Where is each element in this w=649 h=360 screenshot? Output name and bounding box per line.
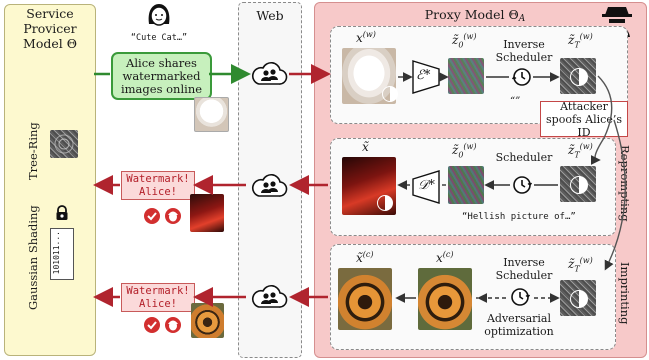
watermark-half-icon bbox=[570, 68, 588, 86]
verified-check-icon bbox=[143, 207, 161, 229]
bit-document: 101011... bbox=[50, 228, 74, 280]
inverse-scheduler-label-2: Inverse Scheduler bbox=[495, 256, 553, 282]
scheduler-label: Scheduler bbox=[495, 151, 553, 164]
watermark-label-reprompt: Watermark! Alice! bbox=[121, 171, 195, 200]
alice-badge-icon bbox=[164, 316, 182, 338]
x-tilde-c-label: x̃(c) bbox=[356, 250, 374, 265]
tree-ring-pattern bbox=[50, 130, 78, 158]
attacker-spoof-box: Attacker spoofs Alice’s ID bbox=[540, 99, 628, 139]
x-w-label: x(w) bbox=[356, 30, 376, 45]
z0-w-label-2: z̃0(w) bbox=[452, 142, 477, 160]
proxy-model-title-text: Proxy Model Θ bbox=[424, 7, 519, 22]
tiger-image-spoofed bbox=[338, 268, 392, 330]
alice-cat-thumbnail bbox=[194, 97, 229, 132]
z0-w-label: z̃0(w) bbox=[452, 32, 477, 50]
hellish-prompt: “Hellish picture of…” bbox=[462, 212, 576, 222]
zT-w-label-2: z̃T(w) bbox=[568, 142, 593, 160]
decoder-block bbox=[412, 170, 440, 204]
alice-shares-label: Alice shares watermarked images online bbox=[120, 55, 203, 96]
latent-z0-image bbox=[448, 58, 484, 94]
scheduler-clock-icon bbox=[512, 175, 533, 199]
encoder-label: ℰ* bbox=[416, 68, 431, 83]
watermark-half-icon bbox=[570, 176, 588, 194]
devil-cat-thumbnail bbox=[190, 194, 224, 232]
latent-z0-image-2 bbox=[448, 166, 484, 204]
x-c-label: x(c) bbox=[436, 250, 454, 265]
watermark-label-text: Watermark! Alice! bbox=[126, 172, 190, 198]
encoder-block bbox=[412, 60, 440, 94]
attacker-spoof-label: Attacker spoofs Alice’s ID bbox=[546, 99, 622, 139]
web-title: Web bbox=[256, 8, 284, 23]
zT-w-label: z̃T(w) bbox=[568, 32, 593, 50]
cloud-users-icon bbox=[251, 172, 288, 202]
inverse-clock-icon bbox=[511, 67, 532, 91]
arrow-spoof-imprint bbox=[604, 119, 626, 271]
zT-w-label-3: z̃T(w) bbox=[568, 256, 593, 274]
watermark-half-icon bbox=[570, 290, 588, 308]
scheduler-clock-icon bbox=[510, 287, 531, 311]
watermark-half-icon bbox=[377, 195, 393, 211]
decoder-label: 𝒟* bbox=[418, 178, 435, 193]
tiger-image-clean bbox=[418, 268, 472, 330]
alice-prompt: “Cute Cat…” bbox=[130, 33, 188, 43]
adversarial-optimization-label: Adversarial optimization bbox=[484, 312, 554, 338]
alice-badge-icon bbox=[164, 207, 182, 229]
service-provider-title: Service Provicer Model Θ bbox=[23, 6, 77, 51]
empty-prompt: “” bbox=[510, 96, 521, 107]
proxy-model-title: Proxy Model ΘA bbox=[424, 7, 526, 24]
service-provider-panel bbox=[4, 4, 96, 356]
cloud-users-icon bbox=[251, 60, 288, 90]
imprinting-label: Imprinting bbox=[618, 262, 632, 325]
watermark-label-text: Watermark! Alice! bbox=[126, 284, 190, 310]
inverse-scheduler-label: Inverse Scheduler bbox=[495, 38, 553, 64]
cloud-users-icon bbox=[251, 283, 288, 313]
lock-icon bbox=[54, 205, 70, 221]
watermark-half-icon bbox=[382, 86, 398, 102]
alice-avatar-icon bbox=[146, 2, 172, 30]
x-tilde-label: x̃ bbox=[362, 140, 369, 154]
tiger-thumbnail bbox=[191, 303, 224, 338]
arrow-spoof-reprompt bbox=[590, 75, 613, 165]
alice-shares-box: Alice shares watermarked images online bbox=[111, 52, 212, 100]
verified-check-icon bbox=[143, 316, 161, 338]
watermark-label-imprint: Watermark! Alice! bbox=[121, 283, 195, 312]
